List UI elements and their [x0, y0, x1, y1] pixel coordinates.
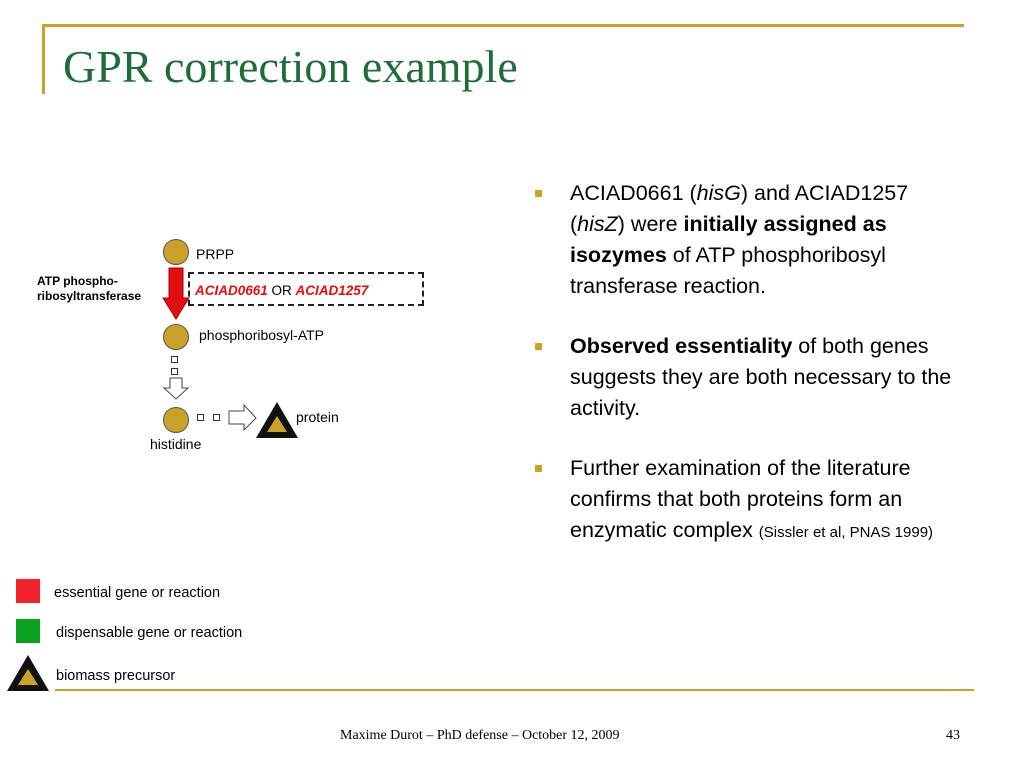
placeholder-glyph — [213, 414, 220, 421]
gene-aciad0661: ACIAD0661 — [195, 283, 268, 298]
bullet-emphasis: Observed essentiality — [570, 334, 793, 358]
histidine-node — [163, 407, 189, 433]
legend-essential-label: essential gene or reaction — [54, 585, 221, 601]
bullet-text: ACIAD0661 ( — [570, 181, 697, 205]
top-rule — [42, 24, 964, 27]
slide-title: GPR correction example — [63, 41, 518, 92]
essential-reaction-arrow — [162, 267, 190, 320]
left-rule — [42, 24, 45, 94]
placeholder-glyph — [171, 368, 178, 375]
phosphoribosyl-atp-label: phosphoribosyl-ATP — [199, 327, 325, 343]
gene-association: ACIAD0661 OR ACIAD1257 — [195, 283, 368, 298]
bullet-square-icon — [535, 465, 542, 472]
bullet-item: Further examination of the literature co… — [532, 453, 962, 548]
citation: (Sissler et al, PNAS 1999) — [758, 524, 934, 541]
bullet-text: Further examination of the literature co… — [570, 456, 911, 542]
down-arrow-icon — [162, 377, 190, 400]
right-arrow-icon — [228, 403, 257, 432]
biomass-precursor-legend-icon — [7, 655, 49, 691]
histidine-label: histidine — [150, 436, 202, 452]
bottom-rule — [55, 689, 974, 691]
bullet-list: ACIAD0661 (hisG) and ACIAD1257 (hisZ) we… — [532, 178, 962, 577]
prpp-node — [163, 239, 189, 265]
phosphoribosyl-atp-node — [163, 324, 189, 350]
prpp-label: PRPP — [196, 246, 235, 262]
gene-or-operator: OR — [267, 283, 296, 298]
bullet-square-icon — [535, 343, 542, 350]
enzyme-label-line1: ATP phospho- — [37, 274, 118, 288]
page-number: 43 — [946, 728, 960, 743]
bullet-emphasis: initially assigned as isozymes — [570, 212, 887, 267]
protein-label: protein — [296, 409, 339, 425]
bullet-text: ) and ACIAD1257 ( — [570, 181, 909, 236]
bullet-text: of ATP phosphoribosyl transferase reacti… — [570, 243, 886, 298]
bullet-item: Observed essentiality of both genes sugg… — [532, 331, 962, 424]
legend-biomass-label: biomass precursor — [56, 668, 176, 684]
dispensable-swatch — [16, 619, 40, 643]
slide-footer: Maxime Durot – PhD defense – October 12,… — [340, 728, 620, 743]
bullet-text: of both genes suggests they are both nec… — [570, 334, 952, 420]
enzyme-label: ATP phospho- ribosyltransferase — [37, 274, 141, 304]
biomass-precursor-icon — [256, 402, 298, 438]
bullet-square-icon — [535, 190, 542, 197]
bullet-text: ) were — [617, 212, 684, 236]
enzyme-label-line2: ribosyltransferase — [37, 289, 142, 303]
placeholder-glyph — [197, 414, 204, 421]
bullet-item: ACIAD0661 (hisG) and ACIAD1257 (hisZ) we… — [532, 178, 962, 302]
gene-name-hisg: hisG — [696, 181, 741, 205]
legend-dispensable-label: dispensable gene or reaction — [56, 625, 243, 641]
gene-name-hisz: hisZ — [577, 212, 618, 236]
placeholder-glyph — [171, 356, 178, 363]
gene-aciad1257: ACIAD1257 — [295, 283, 369, 298]
gene-association-box — [188, 272, 424, 306]
essential-swatch — [16, 579, 40, 603]
